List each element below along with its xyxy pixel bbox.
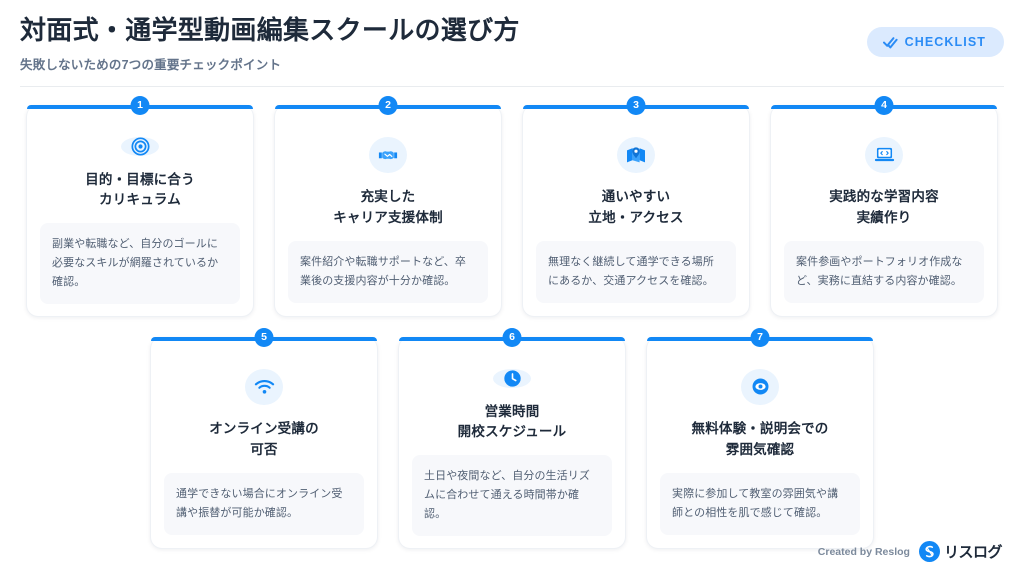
checklist-card-6[interactable]: 6 営業時間 開校スケジュール 土日や夜間など、自分の生活リズムに合わせて通える…	[398, 327, 626, 549]
card-row-bottom: 5 オンライン受講の 可否 通学できない場合にオンライン受講や振替が可能か確認。…	[20, 327, 1004, 549]
card-title-line1: 実践的な学習内容	[829, 188, 939, 204]
wifi-icon	[254, 379, 275, 395]
checklist-card-4[interactable]: 4 実践的な学習内容 実績作り 案件参画やポートフォリオ作成など、実務に直結する…	[770, 95, 998, 317]
card-number-badge: 4	[874, 95, 894, 115]
card-icon-wrapper	[245, 368, 283, 405]
card-title: 営業時間 開校スケジュール	[458, 402, 567, 444]
card-number-badge: 6	[502, 327, 522, 347]
card-icon-wrapper	[493, 368, 531, 388]
card-title-line1: 充実した	[360, 188, 416, 204]
card-title-line2: 立地・アクセス	[588, 209, 684, 225]
double-check-icon	[882, 36, 898, 49]
eye-icon	[751, 377, 770, 396]
card-title-line1: 通いやすい	[601, 188, 671, 204]
card-description: 副業や転職など、自分のゴールに必要なスキルが網羅されているか確認。	[40, 223, 240, 305]
page-footer: Created by Reslog リスログ	[817, 541, 1003, 562]
card-icon-wrapper	[617, 136, 655, 173]
card-title-line1: 営業時間	[484, 403, 540, 419]
card-title: 目的・目標に合う カリキュラム	[85, 170, 195, 212]
brand-logo: リスログ	[918, 541, 1003, 562]
card-title-line1: 目的・目標に合う	[85, 171, 195, 187]
card-icon-wrapper	[121, 136, 159, 156]
card-description: 案件紹介や転職サポートなど、卒業後の支援内容が十分か確認。	[288, 240, 488, 303]
checklist-card-1[interactable]: 1 目的・目標に合う カリキュラム 副業や転職など、自分のゴールに必要なスキルが…	[26, 95, 254, 317]
checklist-card-7[interactable]: 7 無料体験・説明会での 雰囲気確認 実際に参加して教室の雰囲気や講師との相性を…	[646, 327, 874, 549]
checklist-badge[interactable]: CHECKLIST	[866, 27, 1004, 57]
footer-credit: Created by Reslog	[817, 545, 910, 558]
card-number-badge: 3	[626, 95, 646, 115]
card-title-line1: オンライン受講の	[209, 420, 319, 436]
checklist-card-3[interactable]: 3 通いやすい 立地・アクセス 無理なく継続して通学できる場所にあるか、交通アク…	[522, 95, 750, 317]
card-description: 通学できない場合にオンライン受講や振替が可能か確認。	[164, 472, 364, 535]
map-pin-icon	[626, 146, 646, 164]
reslog-logo-icon	[918, 541, 940, 562]
card-title: 無料体験・説明会での 雰囲気確認	[692, 419, 829, 461]
checklist-card-5[interactable]: 5 オンライン受講の 可否 通学できない場合にオンライン受講や振替が可能か確認。	[150, 327, 378, 549]
card-title-line2: 実績作り	[856, 209, 912, 225]
card-icon-wrapper	[369, 136, 407, 173]
handshake-icon	[378, 147, 398, 163]
card-title: 通いやすい 立地・アクセス	[588, 187, 683, 229]
laptop-code-icon	[874, 146, 895, 163]
page-subtitle: 失敗しないための7つの重要チェックポイント	[20, 57, 282, 72]
card-description: 実際に参加して教室の雰囲気や講師との相性を肌で感じて確認。	[660, 472, 860, 535]
brand-name: リスログ	[943, 544, 1003, 561]
card-number-badge: 7	[750, 327, 770, 347]
card-title: オンライン受講の 可否	[209, 419, 319, 461]
card-number-badge: 1	[130, 95, 150, 115]
card-title-line2: 可否	[250, 441, 278, 457]
card-title-line2: カリキュラム	[99, 192, 181, 208]
card-icon-wrapper	[865, 136, 903, 173]
page-title: 対面式・通学型動画編集スクールの選び方	[20, 15, 520, 45]
card-row-top: 1 目的・目標に合う カリキュラム 副業や転職など、自分のゴールに必要なスキルが…	[20, 95, 1004, 317]
card-title-line2: 開校スケジュール	[457, 424, 567, 440]
checklist-badge-label: CHECKLIST	[904, 35, 986, 49]
card-description: 案件参画やポートフォリオ作成など、実務に直結する内容か確認。	[784, 240, 984, 303]
card-title: 実践的な学習内容 実績作り	[829, 187, 939, 229]
card-title-line1: 無料体験・説明会での	[691, 420, 829, 436]
card-title-line2: キャリア支援体制	[333, 209, 443, 225]
card-number-badge: 5	[254, 327, 274, 347]
header-divider	[20, 85, 1004, 87]
target-icon	[130, 136, 150, 156]
page-header: 対面式・通学型動画編集スクールの選び方 失敗しないための7つの重要チェックポイン…	[20, 0, 1004, 87]
card-title-line2: 雰囲気確認	[725, 441, 795, 457]
clock-icon	[503, 369, 522, 388]
card-description: 土日や夜間など、自分の生活リズムに合わせて通える時間帯か確認。	[412, 455, 612, 537]
card-icon-wrapper	[741, 368, 779, 405]
card-title: 充実した キャリア支援体制	[333, 187, 443, 229]
checklist-card-2[interactable]: 2 充実した キャリア支援体制 案件紹介や転職サポートなど、卒業後の支援内容が十…	[274, 95, 502, 317]
card-description: 無理なく継続して通学できる場所にあるか、交通アクセスを確認。	[536, 240, 736, 303]
card-number-badge: 2	[378, 95, 398, 115]
